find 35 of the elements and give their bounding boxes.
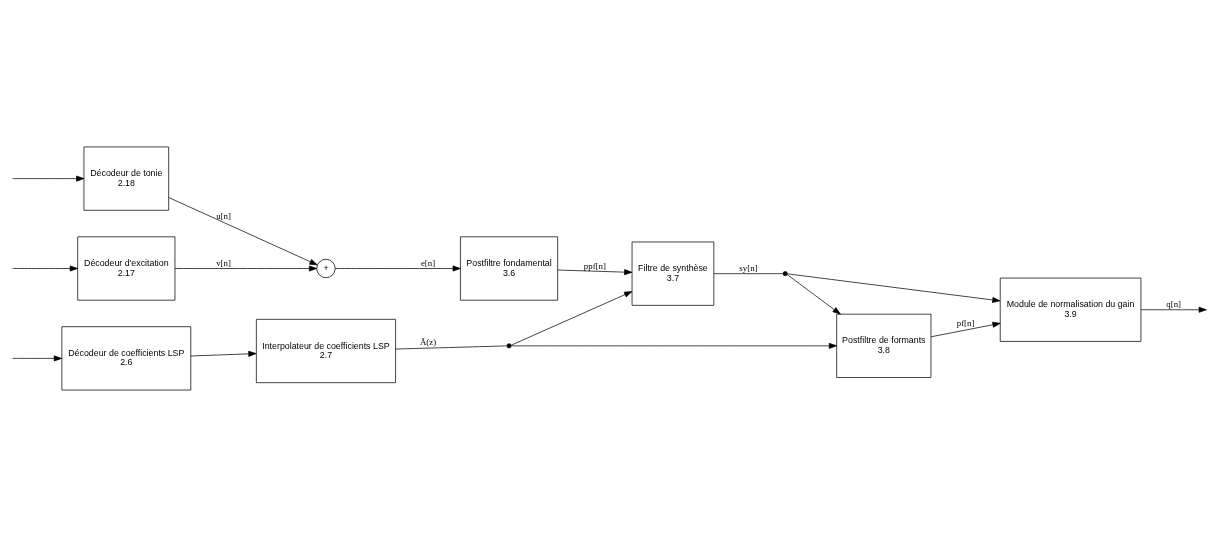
arrow xyxy=(168,197,318,266)
arrow xyxy=(557,269,633,276)
arrow xyxy=(510,291,633,346)
arrow xyxy=(930,321,1001,338)
node-box: Module de normalisation du gain 3.9 xyxy=(999,277,1142,342)
node-box: Interpolateur de coefficients LSP 2.7 xyxy=(256,318,396,384)
node-box: Décodeur de coefficients LSP 2.6 xyxy=(61,326,192,391)
arrow xyxy=(786,274,841,315)
edge-label: v[n] xyxy=(216,258,231,268)
edge-label: q[n] xyxy=(1166,299,1182,310)
edge-label: sy[n] xyxy=(739,263,758,274)
arrow xyxy=(1140,306,1207,313)
arrow xyxy=(190,350,257,357)
connector xyxy=(713,273,784,275)
connector xyxy=(395,345,508,350)
arrow xyxy=(511,342,837,349)
edge-label: ppf[n] xyxy=(583,260,606,271)
edge-label: e[n] xyxy=(420,258,436,268)
arrow xyxy=(787,273,1001,303)
node-box: Postfiltre fondamental 3.6 xyxy=(460,236,558,301)
node-box: Décodeur de tonie 2.18 xyxy=(83,146,170,211)
edge-label: Ã(z) xyxy=(419,336,437,347)
node-circle xyxy=(506,343,512,349)
edge-label: pf[n] xyxy=(956,318,975,329)
arrow xyxy=(334,265,461,272)
node-box: Décodeur d'excitation 2.17 xyxy=(77,236,176,301)
node-box: Postfiltre de formants 3.8 xyxy=(836,313,932,378)
arrow xyxy=(12,355,62,362)
edge-label: u[n] xyxy=(216,210,231,221)
node-box: Filtre de synthèse 3.7 xyxy=(631,241,715,306)
arrow xyxy=(12,175,85,182)
arrow xyxy=(174,265,318,272)
node-circle xyxy=(782,271,788,277)
arrow xyxy=(12,265,78,272)
node-circle: + xyxy=(316,258,336,279)
